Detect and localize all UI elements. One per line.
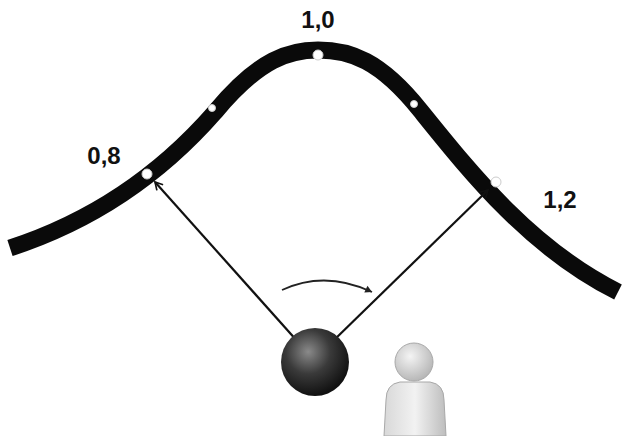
rotation-arrow [282,280,372,292]
arrow-left [155,182,298,342]
curve-band [10,50,618,292]
person-figure [384,343,446,436]
arrow-right [332,190,488,342]
sphere [281,328,349,396]
value-label: 1,2 [543,188,576,212]
value-label: 1,0 [301,8,334,32]
curve-dots [142,50,501,187]
value-label: 0,8 [87,144,120,168]
